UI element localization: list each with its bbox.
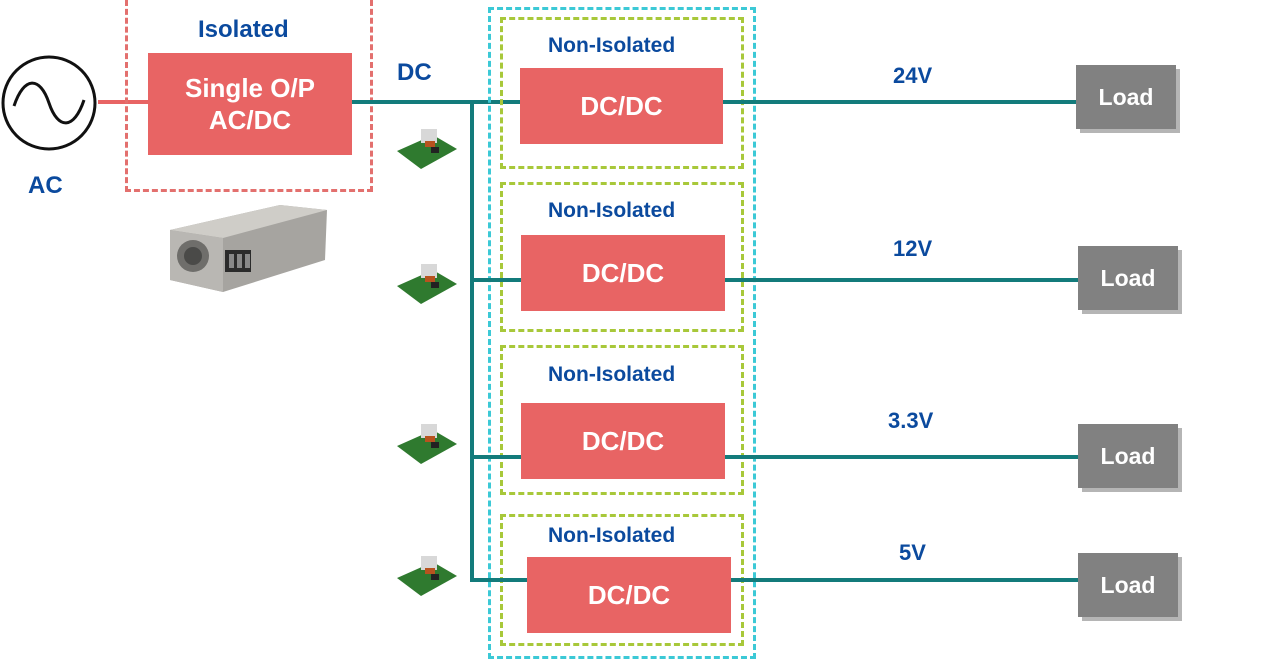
output-wire (725, 278, 1079, 282)
dc-dc-label: DC/DC (581, 258, 665, 288)
load-box: Load (1078, 246, 1178, 310)
voltage-label: 24V (893, 63, 933, 88)
load-box: Load (1076, 65, 1176, 129)
ac-wire (98, 100, 150, 104)
non-isolated-label: Non-Isolated (548, 34, 676, 57)
dc-dc-module-photo (395, 260, 459, 308)
dc-dc-label: DC/DC (581, 426, 665, 456)
isolated-group (125, 0, 373, 192)
input-wire (470, 455, 521, 459)
ac-dc-label-line1: Single O/P (184, 73, 316, 103)
non-isolated-group (500, 345, 744, 495)
load-label: Load (1100, 571, 1156, 598)
non-isolated-label: Non-Isolated (548, 363, 676, 386)
dc-dc-converter: DC/DC (520, 68, 723, 144)
non-isolated-label: Non-Isolated (548, 199, 676, 222)
ac-dc-label-line2: AC/DC (208, 105, 292, 135)
ac-sine-icon (1, 55, 97, 151)
ac-dc-power-supply-photo (165, 200, 330, 295)
dc-dc-label: DC/DC (580, 91, 663, 121)
load-label: Load (1098, 83, 1154, 110)
load-box: Load (1078, 424, 1178, 488)
non-isolated-label: Non-Isolated (548, 524, 676, 547)
ac-dc-converter: Single O/P AC/DC (148, 53, 352, 155)
ac-label: AC (28, 172, 63, 199)
dc-dc-module-photo (395, 125, 459, 173)
dc-bus-vertical (470, 100, 474, 582)
voltage-label: 5V (899, 540, 926, 565)
input-wire (470, 578, 527, 582)
dc-bus-label: DC (397, 59, 432, 86)
dc-bus-wire (352, 100, 520, 104)
non-isolated-group (500, 17, 744, 169)
isolated-label: Isolated (198, 16, 289, 43)
ac-source (0, 54, 98, 152)
output-wire (731, 578, 1079, 582)
dc-dc-group (488, 7, 756, 659)
input-wire (470, 278, 521, 282)
output-wire (723, 100, 1077, 104)
load-label: Load (1100, 264, 1156, 291)
voltage-label: 12V (893, 236, 933, 261)
load-label: Load (1100, 442, 1156, 469)
dc-dc-module-photo (395, 552, 459, 600)
dc-dc-module-photo (395, 420, 459, 468)
output-wire (725, 455, 1079, 459)
load-box: Load (1078, 553, 1178, 617)
dc-dc-converter: DC/DC (521, 403, 725, 479)
non-isolated-group (500, 182, 744, 332)
dc-dc-label: DC/DC (587, 580, 671, 610)
dc-dc-converter: DC/DC (527, 557, 731, 633)
voltage-label: 3.3V (888, 408, 934, 433)
dc-dc-converter: DC/DC (521, 235, 725, 311)
